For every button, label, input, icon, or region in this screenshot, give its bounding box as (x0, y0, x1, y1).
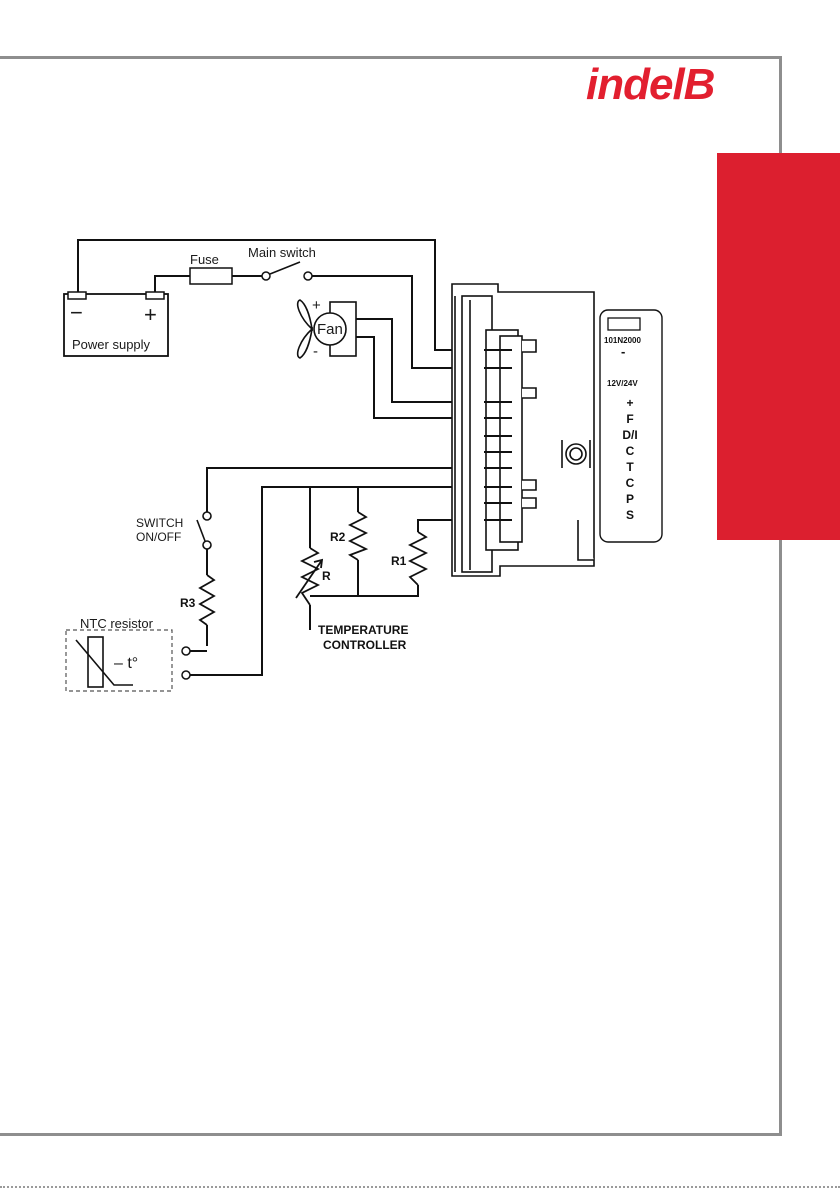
on-off-switch-symbol (197, 512, 211, 549)
terminal-label: C (626, 444, 635, 458)
r-label: R (322, 569, 331, 583)
r1-resistor (410, 532, 426, 585)
fan-label: Fan (317, 321, 343, 338)
terminal-label: F (626, 412, 633, 426)
battery-label: Power supply (72, 337, 151, 352)
battery-plus: + (144, 302, 157, 327)
module-voltage: 12V/24V (607, 379, 638, 388)
main-switch-symbol (262, 262, 312, 280)
temperature-controller-line1: TEMPERATURE (318, 623, 408, 637)
fan-minus: - (313, 343, 318, 360)
model-plate (608, 318, 640, 330)
fan-plus: + (312, 297, 321, 314)
battery-minus: − (70, 300, 83, 325)
r3-label: R3 (180, 596, 196, 610)
terminal-label: C (626, 476, 635, 490)
r3-resistor (200, 575, 214, 625)
r2-resistor (350, 512, 366, 560)
fuse-label: Fuse (190, 252, 219, 267)
module-minus: - (621, 344, 625, 359)
terminal-label: D/I (622, 428, 637, 442)
resistors (200, 512, 426, 625)
switch-label-line2: ON/OFF (136, 530, 181, 544)
terminal-label: T (626, 460, 634, 474)
main-switch-label: Main switch (248, 245, 316, 260)
switch-label-line1: SWITCH (136, 516, 183, 530)
terminal-label: S (626, 508, 634, 522)
r1-label: R1 (391, 554, 407, 568)
ntc-symbol-text: – t° (114, 655, 138, 672)
fuse-symbol (190, 268, 232, 284)
r2-label: R2 (330, 530, 346, 544)
terminal-label: + (626, 396, 633, 410)
ntc-label: NTC resistor (80, 616, 154, 631)
temperature-controller-line2: CONTROLLER (323, 638, 407, 652)
electronic-module (452, 284, 594, 576)
terminal-label: P (626, 492, 634, 506)
